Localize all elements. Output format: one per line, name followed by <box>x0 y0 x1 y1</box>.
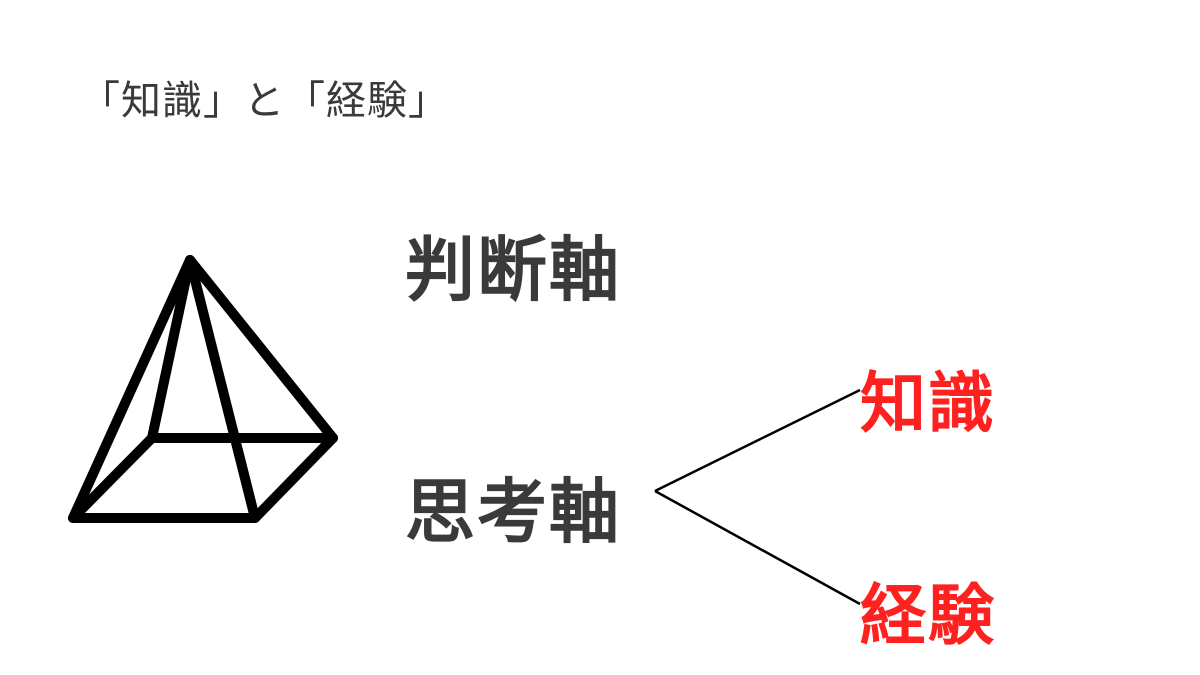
thinking-axis-label: 思考軸 <box>405 471 621 553</box>
experience-label: 経験 <box>860 577 996 654</box>
judgment-axis-label: 判断軸 <box>405 229 621 311</box>
branch-line-experience <box>654 489 861 606</box>
branch-line-knowledge <box>654 388 861 493</box>
branch-connector <box>654 388 861 606</box>
knowledge-label: 知識 <box>860 365 996 442</box>
pyramid-icon <box>68 255 338 523</box>
slide-title: 「知識」と「経験」 <box>80 78 449 124</box>
